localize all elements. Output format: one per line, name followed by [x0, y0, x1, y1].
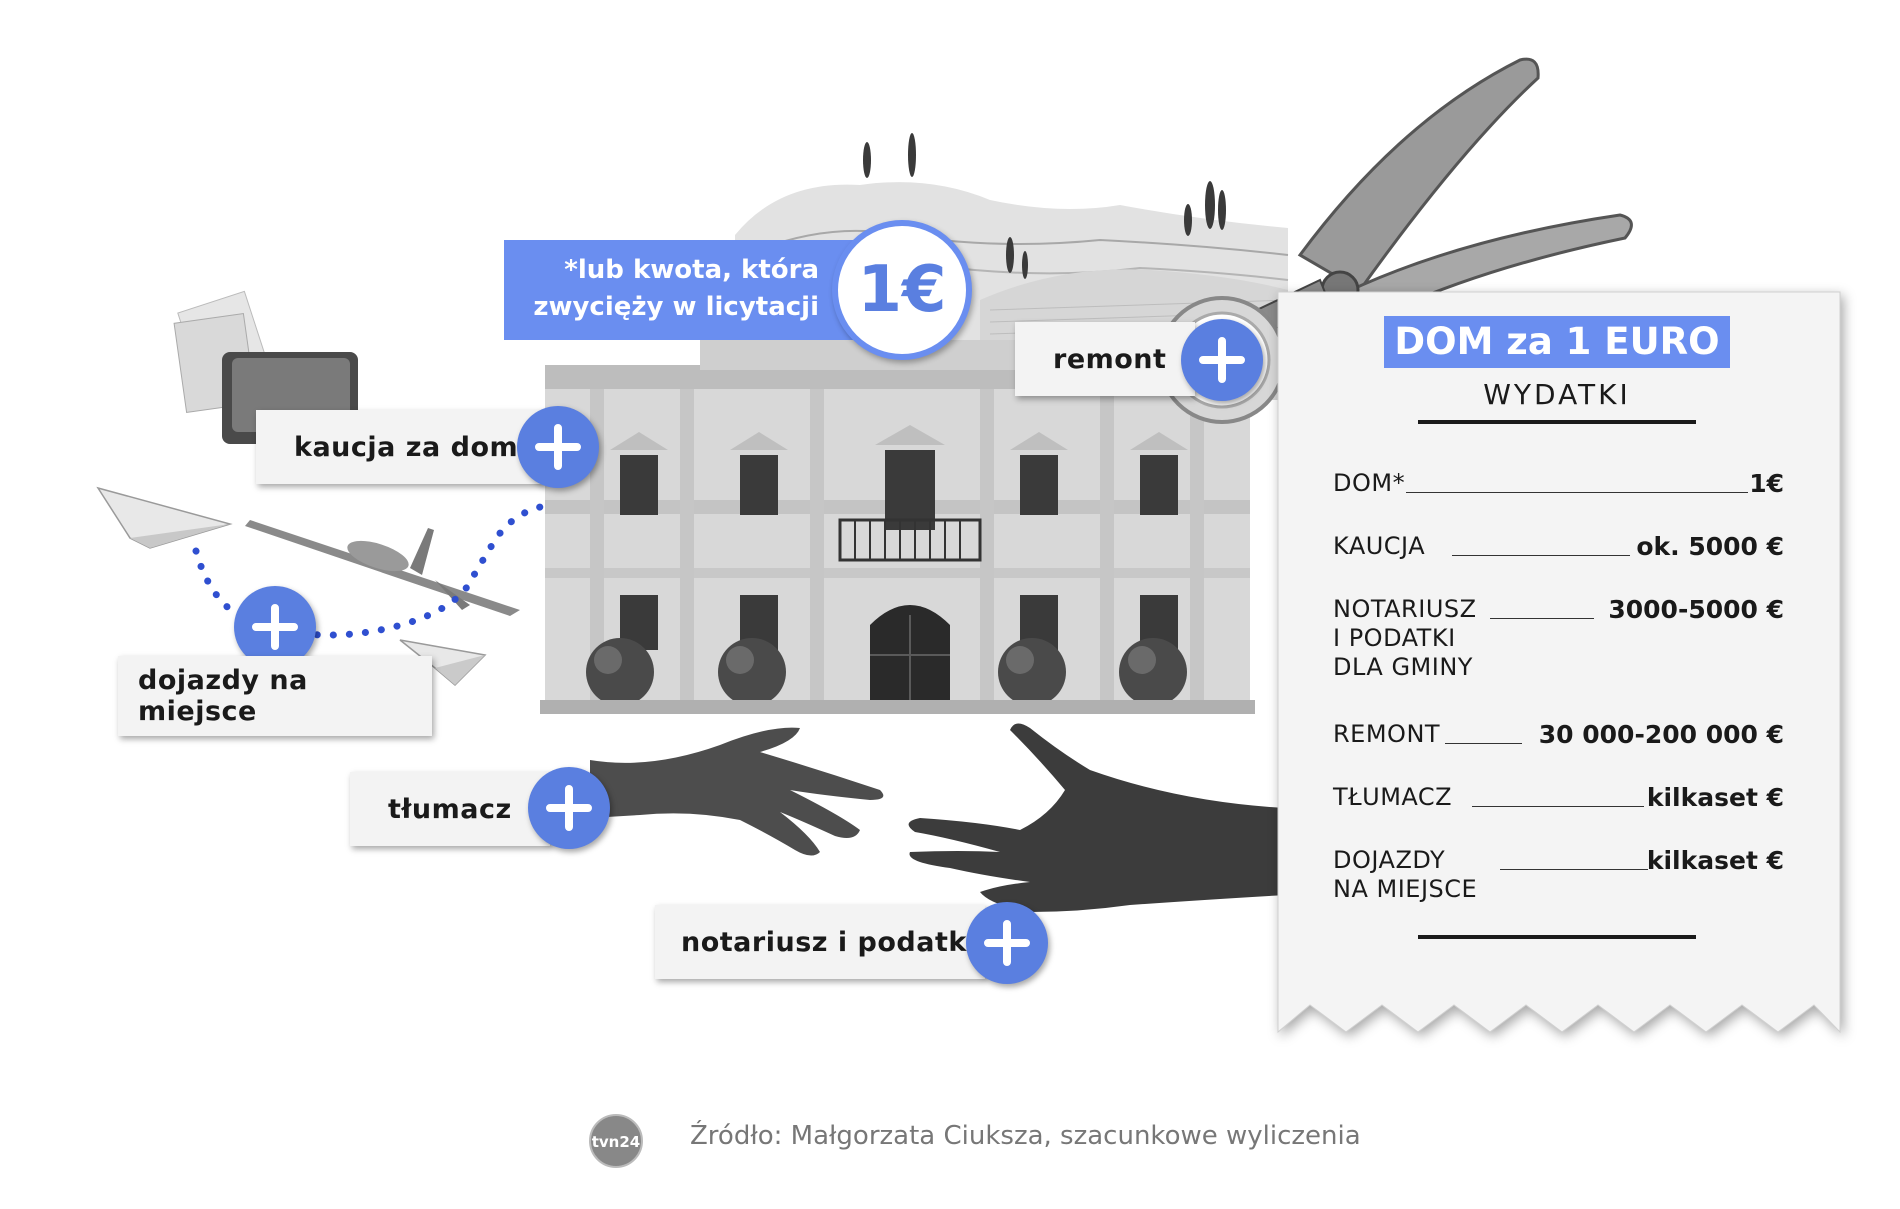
- villa-illustration: [540, 340, 1255, 714]
- receipt-row-label: KAUCJA: [1333, 532, 1426, 560]
- receipt-row-value: 30 000-200 000 €: [1538, 720, 1784, 749]
- plus-icon: [546, 785, 592, 831]
- receipt-row-leader: [1490, 618, 1594, 619]
- label-remont-text: remont: [1053, 343, 1167, 375]
- plus-button-tlumacz[interactable]: [528, 767, 610, 849]
- price-note-box: *lub kwota, która zwycięży w licytacji: [504, 240, 859, 340]
- receipt-row-leader: [1406, 492, 1748, 493]
- receipt-row-leader: [1500, 869, 1648, 870]
- receipt-row-value: 3000-5000 €: [1608, 595, 1784, 624]
- hands-illustration: [590, 723, 1285, 912]
- price-amount: 1€: [857, 253, 947, 327]
- receipt-subtitle: WYDATKI: [1483, 378, 1631, 411]
- plus-icon: [252, 604, 298, 650]
- paper-plane-icon: [399, 639, 487, 687]
- label-notariusz-text: notariusz i podatki: [681, 926, 977, 958]
- receipt-row-label: NOTARIUSZ I PODATKI DLA GMINY: [1333, 595, 1477, 681]
- svg-text:tvn24: tvn24: [592, 1133, 641, 1151]
- receipt-row-label: REMONT: [1333, 720, 1441, 748]
- receipt-row-value: ok. 5000 €: [1636, 532, 1784, 561]
- receipt-title: DOM za 1 EURO: [1384, 316, 1730, 368]
- receipt-row-leader: [1452, 555, 1630, 556]
- label-dojazdy: dojazdy na miejsce: [118, 656, 432, 736]
- label-kaucja-text: kaucja za dom: [294, 431, 519, 463]
- label-tlumacz-text: tłumacz: [388, 793, 512, 825]
- source-text: Źródło: Małgorzata Ciuksza, szacunkowe w…: [690, 1121, 1361, 1151]
- receipt-divider-top: [1418, 420, 1696, 424]
- receipt-row-leader: [1445, 743, 1522, 744]
- receipt-row-value: 1€: [1749, 469, 1784, 498]
- receipt-row-value: kilkaset €: [1646, 783, 1784, 812]
- paper-plane-icon: [96, 486, 233, 549]
- receipt-row-label: DOM*: [1333, 469, 1406, 497]
- label-kaucja: kaucja za dom: [256, 410, 544, 484]
- plus-button-notariusz[interactable]: [966, 902, 1048, 984]
- receipt-divider-bottom: [1418, 935, 1696, 939]
- label-dojazdy-text: dojazdy na miejsce: [138, 665, 308, 727]
- plus-icon: [535, 424, 581, 470]
- receipt-row-label: DOJAZDY NA MIEJSCE: [1333, 846, 1478, 903]
- airplane-icon: [245, 520, 520, 616]
- plus-icon: [984, 920, 1030, 966]
- price-badge: 1€: [832, 220, 972, 360]
- receipt-row-label: TŁUMACZ: [1333, 783, 1453, 811]
- receipt-row-leader: [1472, 806, 1644, 807]
- plus-button-kaucja[interactable]: [517, 406, 599, 488]
- label-tlumacz: tłumacz: [350, 772, 550, 846]
- receipt-row-value: kilkaset €: [1646, 846, 1784, 875]
- plus-button-dojazdy[interactable]: [234, 586, 316, 668]
- plus-icon: [1199, 337, 1245, 383]
- price-note-line1: *lub kwota, która: [564, 255, 819, 285]
- plus-button-remont[interactable]: [1181, 319, 1263, 401]
- tvn24-logo: tvn24: [589, 1114, 643, 1168]
- price-note-line2: zwycięży w licytacji: [533, 292, 819, 322]
- receipt-paper: [1277, 291, 1841, 1034]
- label-notariusz: notariusz i podatki: [655, 905, 985, 979]
- label-remont: remont: [1015, 322, 1195, 396]
